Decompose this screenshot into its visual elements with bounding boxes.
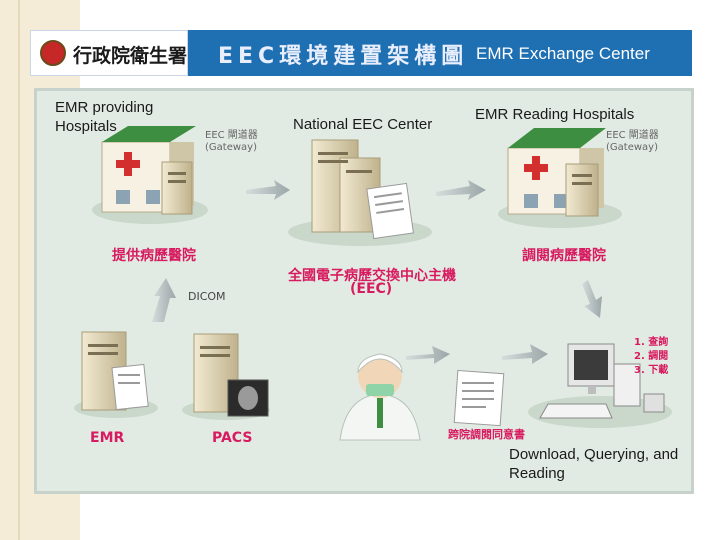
logo-text: 行政院衛生署 xyxy=(73,45,188,67)
consent-form-label: 跨院調閱同意書 xyxy=(448,428,525,441)
step-download: 3. 下載 xyxy=(634,365,669,376)
providing-hospitals-label: EMR providing Hospitals xyxy=(55,99,154,135)
download-query-read-label: Download, Querying, and Reading xyxy=(509,446,679,482)
logo: 行政院衛生署 xyxy=(30,30,188,76)
arrow-icon xyxy=(246,180,290,200)
consent-form-icon xyxy=(453,369,505,427)
national-server-icon xyxy=(288,139,432,246)
arrow-icon xyxy=(582,280,602,318)
emblem-icon xyxy=(40,40,66,66)
center-host-abbr: (EEC) xyxy=(350,281,393,297)
national-center-label: National EEC Center xyxy=(293,116,433,133)
step-retrieve: 2. 調閱 xyxy=(634,351,669,362)
gateway-left-label: EEC 閘道器 (Gateway) xyxy=(205,130,258,153)
dicom-label: DICOM xyxy=(188,290,226,303)
arrow-icon xyxy=(436,180,486,200)
arrow-icon xyxy=(406,346,450,364)
arrow-icon xyxy=(152,278,176,322)
reading-hospitals-label: EMR Reading Hospitals xyxy=(475,106,635,123)
doctor-icon xyxy=(339,353,421,441)
workstation-icon xyxy=(528,343,672,428)
header-title-zh: EEC環境建置架構圖 xyxy=(218,44,469,69)
reader-hospital-zh: 調閱病歷醫院 xyxy=(522,248,606,264)
center-host-zh: 全國電子病歷交換中心主機 xyxy=(288,268,456,284)
provider-hospital-zh: 提供病歷醫院 xyxy=(112,248,196,264)
pacs-label: PACS xyxy=(212,430,253,446)
step-query: 1. 查詢 xyxy=(634,337,669,348)
providing-hospital-icon xyxy=(92,126,208,224)
pacs-server-icon xyxy=(182,333,270,420)
header-title-en: EMR Exchange Center xyxy=(476,44,650,63)
emr-server-icon xyxy=(74,331,158,418)
step-list: 1. 查詢 2. 調閱 3. 下載 xyxy=(634,336,668,378)
gateway-right-label: EEC 閘道器 (Gateway) xyxy=(606,130,659,153)
reading-hospital-icon xyxy=(498,128,622,228)
decorative-strip-line xyxy=(18,0,20,540)
emr-label: EMR xyxy=(90,430,125,446)
arrow-icon xyxy=(502,344,548,364)
